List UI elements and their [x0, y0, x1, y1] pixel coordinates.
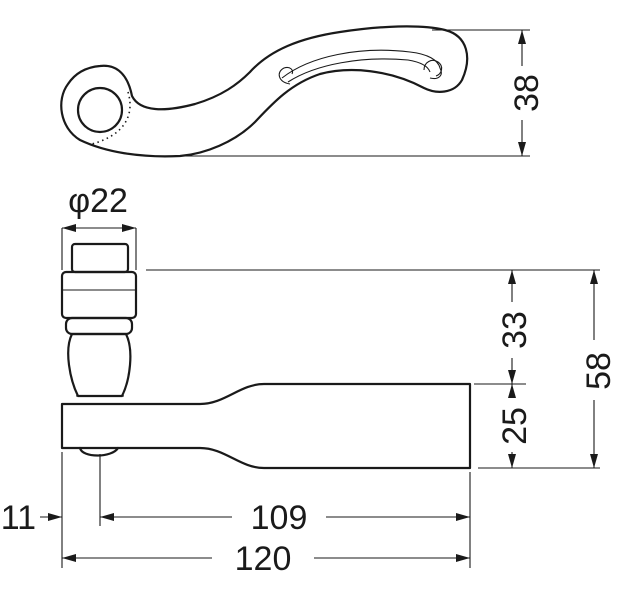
offset-label: 11: [1, 499, 36, 537]
decorative-curl-right: [423, 59, 443, 77]
lower-height-label: 25: [496, 407, 534, 445]
decorative-curl-left: [278, 66, 294, 85]
dimension-upper-and-lower: 33 25: [474, 270, 534, 468]
hidden-rosette-line: [91, 91, 131, 145]
decorative-groove: [281, 49, 442, 83]
total-length-label: 120: [235, 540, 292, 578]
neck-ring: [64, 316, 134, 336]
collar-diameter-label: φ22: [68, 182, 128, 220]
handle-top-view: [60, 25, 469, 158]
handle-side-view: [60, 242, 472, 470]
spindle-hole: [76, 86, 124, 134]
lever-outline: [60, 25, 469, 158]
rose-plate: [78, 446, 120, 457]
collar: [60, 270, 138, 320]
total-height-label: 58: [580, 352, 618, 390]
dimension-collar-diameter: φ22: [61, 182, 137, 270]
top-height-label: 38: [508, 74, 546, 112]
lever-side: [60, 382, 472, 470]
dimension-lengths: 11 109 120: [1, 452, 471, 578]
upper-height-label: 33: [496, 311, 534, 349]
dimension-top-height: 38: [185, 29, 546, 157]
inner-length-label: 109: [251, 499, 308, 537]
dimension-total-height: 58: [146, 269, 618, 469]
neck-body: [67, 332, 132, 398]
spindle-cap: [70, 242, 130, 274]
